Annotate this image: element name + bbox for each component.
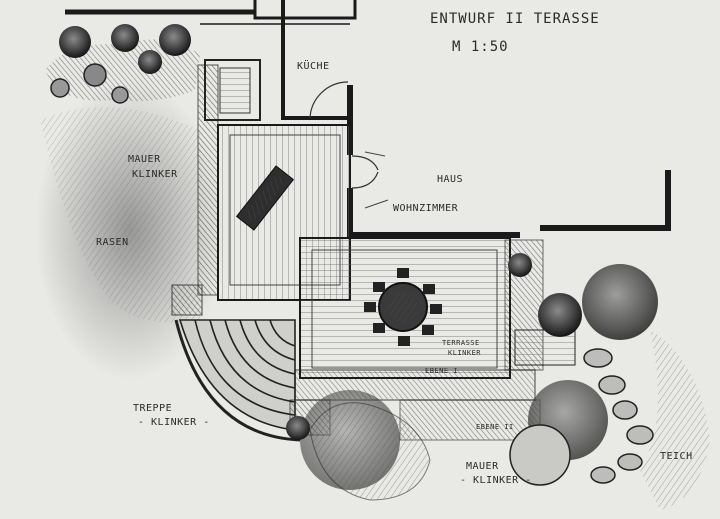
sun-lounger: [235, 165, 295, 231]
livingroom-door-left: [351, 155, 379, 189]
chair: [430, 304, 442, 314]
label-mauer-bottom: MAUER: [466, 461, 499, 472]
label-wohnzimmer: WOHNZIMMER: [393, 203, 459, 214]
left-post: [171, 284, 203, 316]
lawn-hatching: [40, 107, 200, 323]
label-teich: TEICH: [660, 451, 693, 462]
house-walls: [65, 0, 671, 238]
shrubs-bottom: [300, 253, 658, 501]
label-treppe-klinker: - KLINKER -: [138, 417, 210, 428]
drawing-scale: M 1:50: [452, 39, 509, 55]
top-left-planting: [45, 24, 200, 104]
label-mauer-left: MAUER: [128, 154, 161, 165]
right-planter: [399, 399, 541, 441]
chair: [373, 323, 385, 333]
chair: [422, 325, 434, 335]
chair: [364, 302, 376, 312]
chair: [423, 284, 435, 294]
right-steps: [514, 329, 576, 366]
label-ebene-2: EBENE II: [476, 423, 514, 431]
curved-stairs: [174, 319, 301, 442]
label-ebene-1: EBENE I: [425, 367, 459, 375]
label-treppe: TREPPE: [133, 403, 173, 414]
livingroom-door-right: [364, 151, 389, 209]
drawing-title: ENTWURF II TERASSE: [430, 11, 600, 27]
label-rasen: RASEN: [96, 237, 129, 248]
pond-shading: [640, 330, 710, 510]
label-terrasse: TERRASSE: [442, 339, 480, 347]
label-haus: HAUS: [437, 174, 464, 185]
label-kueche: KÜCHE: [297, 61, 330, 72]
kitchen-door-swing: [309, 81, 349, 119]
left-wall-strip: [197, 64, 219, 296]
chair: [373, 282, 385, 292]
small-steps-top: [219, 67, 251, 114]
pond-stones: [583, 348, 654, 484]
label-klinker-bottom: - KLINKER -: [460, 475, 532, 486]
chair: [397, 268, 409, 278]
chair: [398, 336, 410, 346]
label-klinker-left: KLINKER: [132, 169, 178, 180]
label-terrasse-klinker: KLINKER: [448, 349, 482, 357]
dining-set: [364, 268, 442, 346]
